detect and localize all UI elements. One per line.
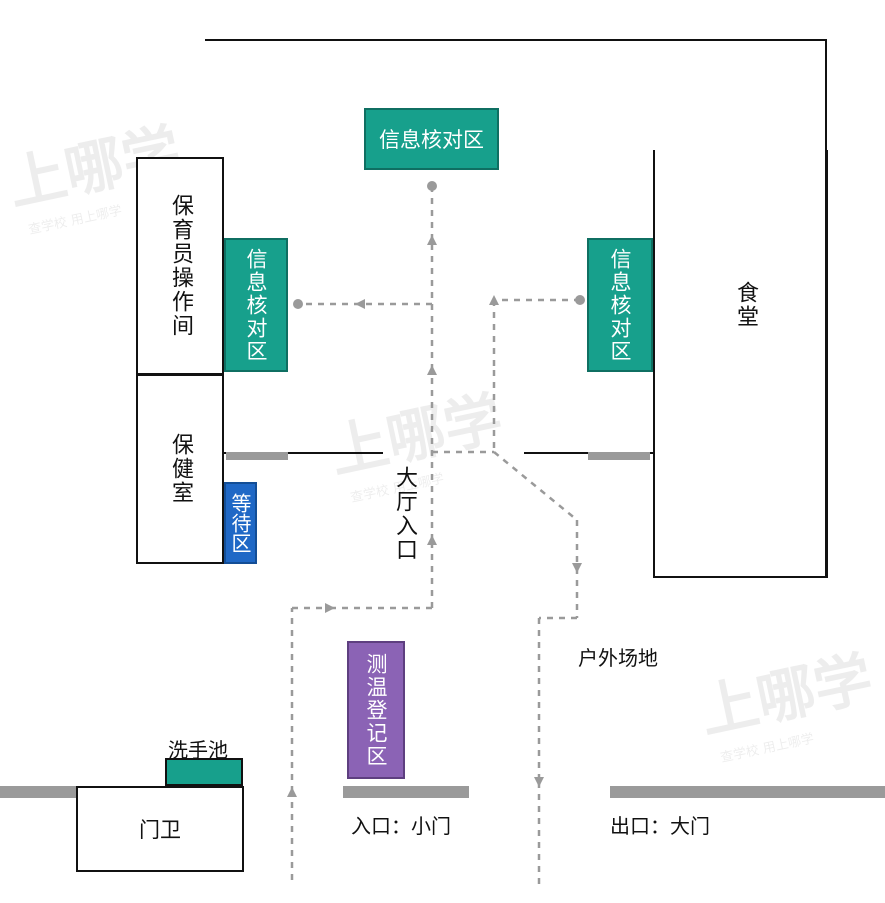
canteen-label-wrap: 食堂 bbox=[730, 270, 760, 340]
main-gate-bar bbox=[610, 786, 885, 798]
entrance-small-gate-label: 入口：小门 bbox=[351, 814, 451, 838]
health-room-label: 保健室 bbox=[168, 433, 193, 505]
path-dot-top bbox=[427, 181, 437, 191]
small-gate-bar bbox=[343, 786, 469, 798]
hall-entrance-label-wrap: 大厅入口 bbox=[388, 458, 420, 570]
door-bar-right bbox=[588, 452, 650, 460]
info-check-area-top: 信息核对区 bbox=[364, 108, 499, 170]
canteen-label: 食堂 bbox=[733, 281, 758, 329]
health-room: 保健室 bbox=[136, 374, 224, 564]
caregiver-room: 保育员操作间 bbox=[136, 157, 224, 375]
info-check-area-right: 信息核对区 bbox=[587, 238, 653, 372]
handwash-sink bbox=[165, 758, 243, 786]
waiting-area-label: 等待区 bbox=[228, 493, 252, 553]
temperature-register-area: 测温登记区 bbox=[347, 641, 405, 779]
boundary-bar-left bbox=[0, 786, 78, 798]
info-check-area-left: 信息核对区 bbox=[224, 238, 288, 372]
info-check-left-label: 信息核对区 bbox=[244, 247, 268, 363]
caregiver-room-label: 保育员操作间 bbox=[168, 194, 193, 338]
path-exit-diagonal bbox=[493, 451, 578, 521]
canteen bbox=[653, 150, 828, 578]
info-check-top-label: 信息核对区 bbox=[379, 128, 484, 152]
info-check-right-label: 信息核对区 bbox=[608, 247, 632, 363]
door-bar-left bbox=[226, 452, 288, 460]
waiting-area: 等待区 bbox=[224, 482, 257, 564]
temperature-register-label: 测温登记区 bbox=[364, 652, 388, 768]
hall-entrance-label: 大厅入口 bbox=[392, 466, 417, 562]
exit-main-gate-label: 出口：大门 bbox=[610, 814, 710, 838]
outdoor-space-label: 户外场地 bbox=[578, 646, 658, 670]
guard-room-label: 门卫 bbox=[139, 818, 181, 842]
path-dot-left bbox=[293, 299, 303, 309]
path-dot-right bbox=[575, 295, 585, 305]
guard-room: 门卫 bbox=[76, 786, 244, 872]
